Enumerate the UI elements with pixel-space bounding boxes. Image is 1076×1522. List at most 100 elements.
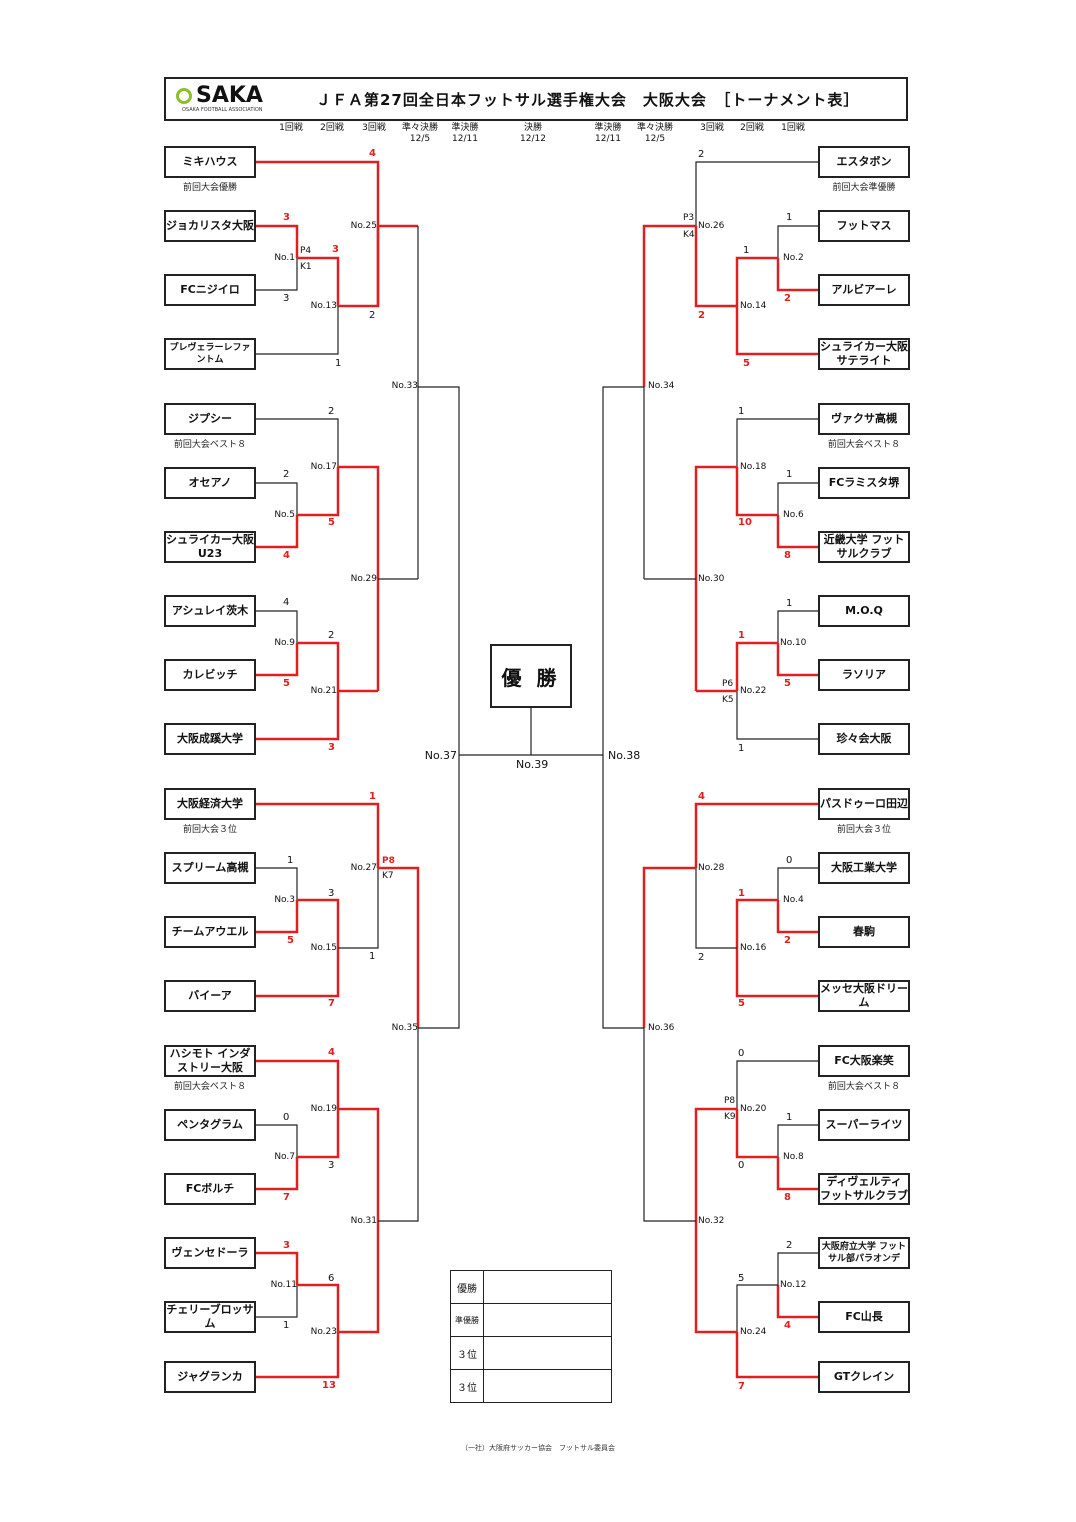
team-box-left: FCニジイロ <box>164 274 256 306</box>
match-number: No.2 <box>783 253 804 263</box>
bracket-line <box>256 515 299 549</box>
match-score: 2 <box>328 406 335 417</box>
match-score: 1 <box>786 469 793 480</box>
bracket-line <box>256 867 298 900</box>
match-score: 3 <box>283 212 290 223</box>
bracket-line <box>694 465 737 691</box>
team-note: 前回大会３位 <box>182 825 237 835</box>
match-score: 1 <box>369 791 376 802</box>
match-score: 5 <box>784 678 791 689</box>
match-score: 7 <box>328 998 335 1009</box>
bracket-line <box>256 482 298 515</box>
match-score: 5 <box>283 678 290 689</box>
bracket-line <box>256 948 340 998</box>
round-header-left: 1回戦 <box>266 123 316 134</box>
bracket-line <box>735 898 778 948</box>
round-label: 準決勝 <box>594 123 622 133</box>
team-note: 前回大会ベスト８ <box>173 440 247 450</box>
page-title: ＪＦＡ第27回全日本フットサル選手権大会 大阪大会 ［トーナメント表］ <box>316 91 860 109</box>
bracket-line <box>256 900 299 934</box>
match-number: No.29 <box>350 574 377 584</box>
team-box-right: 大阪府立大学 フットサル部パラオンデ <box>818 1237 910 1269</box>
team-note: 前回大会３位 <box>836 825 891 835</box>
bracket-line <box>338 1221 380 1334</box>
bracket-line <box>776 515 818 549</box>
champion-box: 優 勝 <box>490 644 572 708</box>
team-box-left: オセアノ <box>164 467 256 499</box>
bracket-line <box>694 802 818 868</box>
match-score: 2 <box>328 630 335 641</box>
team-box-right: ラソリア <box>818 659 910 691</box>
results-value[interactable] <box>483 1369 612 1403</box>
team-box-right: FCラミスタ堺 <box>818 467 910 499</box>
match-score: 10 <box>738 517 752 528</box>
bracket-line <box>256 1059 340 1109</box>
results-table: 優勝 準優勝 ３位 ３位 <box>450 1270 612 1403</box>
bracket-line <box>776 1157 818 1191</box>
match-number: No.10 <box>780 638 807 648</box>
match-number: No.9 <box>274 638 295 648</box>
team-box-left: ミキハウス <box>164 146 256 178</box>
results-row: 優勝 <box>450 1270 612 1304</box>
match-number: No.14 <box>740 301 767 311</box>
round-date: 12/12 <box>520 134 546 144</box>
match-number: No.3 <box>274 895 295 905</box>
match-score: 1 <box>738 630 745 641</box>
match-number: No.22 <box>740 686 767 696</box>
results-row: 準優勝 <box>450 1303 612 1337</box>
match-number: No.11 <box>270 1280 297 1290</box>
match-score: 2 <box>698 310 705 321</box>
match-score: 1 <box>743 245 750 256</box>
team-box-right: シュライカー大阪 サテライト <box>818 338 910 370</box>
bracket-line <box>776 643 818 677</box>
bracket-line <box>602 386 644 755</box>
match-number: No.17 <box>310 462 337 472</box>
pk-note: P8 <box>724 1096 736 1106</box>
match-score: 4 <box>698 791 705 802</box>
bracket-line <box>256 306 339 355</box>
match-number: No.12 <box>780 1280 807 1290</box>
team-box-right: ディヴェルティ フットサルクラブ <box>818 1173 910 1205</box>
match-score: 7 <box>738 1381 745 1392</box>
match-number: No.8 <box>783 1152 804 1162</box>
bracket-line <box>736 1060 818 1109</box>
round-label: 2回戦 <box>320 123 344 133</box>
team-box-left: ヴェンセドーラ <box>164 1237 256 1269</box>
round-label: 1回戦 <box>279 123 303 133</box>
bracket-line <box>777 225 818 258</box>
match-score: 0 <box>738 1160 745 1171</box>
match-score: 1 <box>369 951 376 962</box>
bracket-line <box>297 467 340 517</box>
match-score: 6 <box>328 1273 335 1284</box>
bracket-line <box>338 1107 380 1221</box>
match-score: 13 <box>322 1380 336 1391</box>
team-box-right: GTクレイン <box>818 1361 910 1393</box>
results-value[interactable] <box>483 1303 612 1337</box>
round-header-right: 3回戦 <box>687 123 737 134</box>
bracket-line <box>256 610 298 643</box>
team-box-left: ペンタグラム <box>164 1109 256 1141</box>
round-date: 12/11 <box>452 134 478 144</box>
bracket-line <box>378 1028 419 1222</box>
team-box-right: 珍々会大阪 <box>818 723 910 755</box>
match-score: 1 <box>786 1112 793 1123</box>
bracket-line <box>736 418 818 467</box>
round-header-left: 2回戦 <box>307 123 357 134</box>
team-box-right: 春駒 <box>818 916 910 948</box>
team-box-right: フットマス <box>818 210 910 242</box>
bracket-line <box>694 1221 737 1334</box>
results-value[interactable] <box>483 1336 612 1370</box>
bracket-line <box>694 1107 737 1221</box>
bracket-line <box>602 755 644 1029</box>
bracket-line <box>642 866 696 1028</box>
match-score: 1 <box>738 406 745 417</box>
results-value[interactable] <box>483 1270 612 1304</box>
match-score: 8 <box>784 1192 791 1203</box>
results-row: ３位 <box>450 1336 612 1370</box>
bracket-line <box>777 1124 818 1157</box>
team-box-left: ジョカリスタ大阪 <box>164 210 256 242</box>
match-score: 1 <box>738 888 745 899</box>
match-score: 8 <box>784 550 791 561</box>
